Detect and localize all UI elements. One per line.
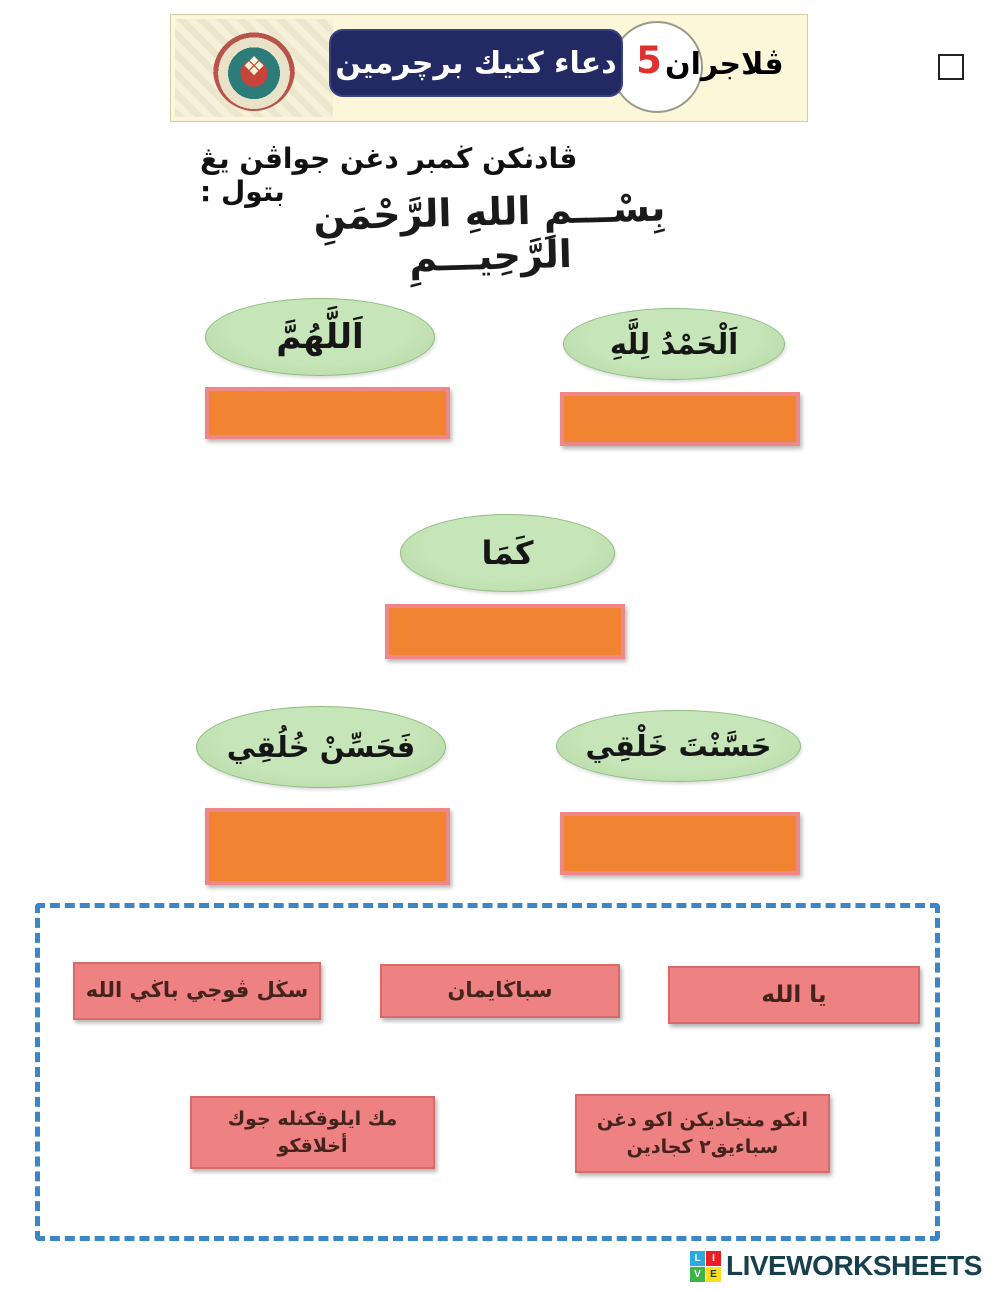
answers-checkbox[interactable] [938,54,964,80]
tile-text: سباڬايمان [447,978,553,1003]
phrase-oval-fahassin: فَحَسِّنْ خُلُقِي [196,706,446,788]
phrase-text: اَللَّهُمَّ [276,317,364,357]
instruction-text: ڤادنكن ڬمبر دغن جواڤن يڠ بتول : [200,142,578,208]
tile-text: يا الله [761,981,827,1008]
tile-text-line1: انكو منجاديكن اكو دغن [596,1108,809,1131]
phrase-text: حَسَّنْتَ خَلْقِي [585,729,772,763]
icon-letter-l: L [690,1250,705,1266]
icon-letter-v: V [690,1266,705,1282]
tile-text-line1: مك ايلوقكنله جوك [227,1107,398,1130]
answer-dropzone-alhamdulillah[interactable] [560,392,800,446]
tile-text: سڬل ڤوجي باڬي الله [85,978,309,1003]
bismillah-calligraphy: بِسْـــمِ اللهِ الرَّحْمَنِ الرَّحِيـــم… [312,185,666,281]
answer-tile-sebagaimana[interactable]: سباڬايمان [380,964,620,1018]
answer-bank: سڬل ڤوجي باڬي الله سباڬايمان يا الله مك … [35,903,940,1241]
answer-tile-ya-allah[interactable]: يا الله [668,966,920,1024]
answer-dropzone-kama[interactable] [385,604,625,659]
tile-text-line2: سباءيق٢ كجادين [626,1135,779,1158]
phrase-oval-kama: كَمَا [400,514,615,592]
liveworksheets-logo[interactable]: L I V E LIVEWORKSHEETS [690,1250,982,1282]
title-panel: دعاء كتيك برچرمين [329,29,623,97]
liveworksheets-wordmark: LIVEWORKSHEETS [726,1250,982,1281]
phrase-oval-hassanta: حَسَّنْتَ خَلْقِي [556,710,801,782]
answer-dropzone-hassanta[interactable] [560,812,800,875]
answer-tile-segala-puji[interactable]: سڬل ڤوجي باڬي الله [73,962,321,1020]
lesson-label: ڤلاجران [665,47,784,82]
answer-dropzone-allahumma[interactable] [205,387,450,439]
liveworksheets-icon: L I V E [690,1250,721,1282]
tile-text-line2: أخلاقكو [277,1134,348,1157]
phrase-text: فَحَسِّنْ خُلُقِي [226,730,416,764]
phrase-text: كَمَا [481,534,534,572]
lesson-number: 5 [636,39,662,82]
answer-dropzone-fahassin[interactable] [205,808,450,885]
icon-letter-i: I [706,1250,721,1266]
answer-tile-engkau-menjadikan[interactable]: انكو منجاديكن اكو دغن سباءيق٢ كجادين [575,1094,830,1173]
worksheet-title: دعاء كتيك برچرمين [335,45,617,81]
floral-ornament-icon [213,27,295,111]
phrase-text: اَلْحَمْدُ لِلَّهِ [609,327,739,361]
phrase-oval-allahumma: اَللَّهُمَّ [205,298,435,376]
answer-tile-maka-elokkanlah[interactable]: مك ايلوقكنله جوك أخلاقكو [190,1096,435,1169]
header-banner: دعاء كتيك برچرمين 5 ڤلاجران [170,14,808,122]
phrase-oval-alhamdulillah: اَلْحَمْدُ لِلَّهِ [563,308,785,380]
icon-letter-e: E [706,1266,721,1282]
